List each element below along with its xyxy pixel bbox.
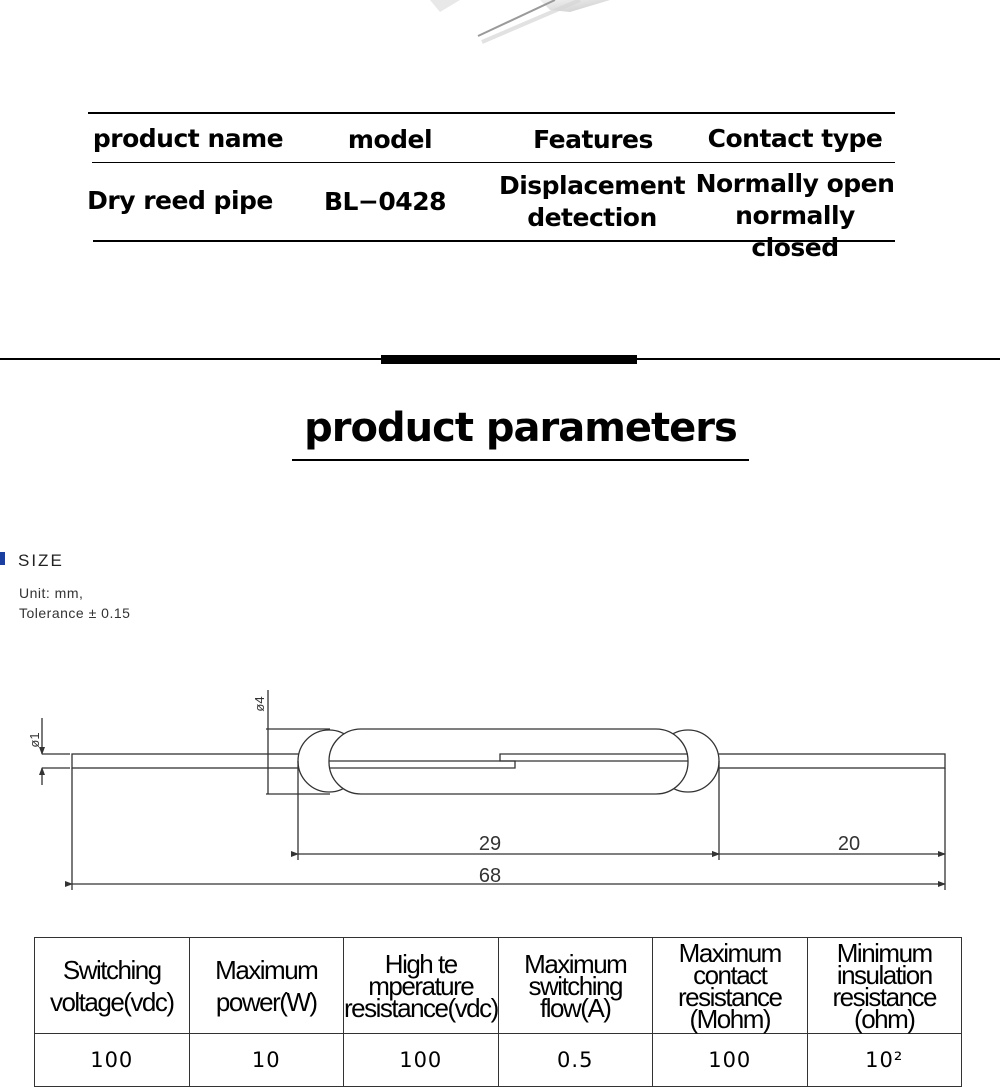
cell-contact-type: Normally open normally closed — [690, 168, 900, 264]
value-max-contact-resistance: 100 — [652, 1033, 808, 1087]
section-title-underline — [292, 459, 749, 461]
header-contact-type: Contact type — [707, 124, 883, 153]
unit-text: Unit: mm, — [19, 585, 84, 601]
dim-lead-dia-label: ø1 — [27, 732, 42, 747]
reed-right — [499, 753, 688, 762]
features-line-2: detection — [527, 203, 657, 232]
dim-body-len-label: 29 — [479, 833, 501, 855]
cell-features: Displacement detection — [490, 170, 694, 234]
header-product-name: product name — [92, 124, 284, 153]
dim-total-len-label: 68 — [479, 865, 501, 887]
size-label: SIZE — [18, 551, 64, 570]
value-maximum-power: 10 — [188, 1033, 344, 1087]
reed-left — [329, 760, 516, 769]
contact-line-2: normally closed — [735, 201, 855, 262]
dim-lead-len-label: 20 — [838, 833, 860, 855]
size-marker — [0, 552, 5, 565]
header-min-insulation-resistance: Minimum insulation resistance (ohm) — [806, 937, 962, 1034]
header-maximum-power: Maximum power(W) — [188, 937, 344, 1034]
value-switching-voltage: 100 — [34, 1033, 190, 1087]
tolerance-text: Tolerance ± 0.15 — [19, 605, 131, 621]
value-high-temp-resistance: 100 — [343, 1033, 499, 1087]
features-line-1: Displacement — [498, 171, 686, 200]
value-min-insulation-resistance: 10² — [806, 1033, 962, 1087]
params-header-row: Switching voltage(vdc) Maximum power(W) … — [34, 937, 962, 1034]
dimension-drawing: ø1 ø4 29 20 68 — [27, 690, 946, 890]
cell-product-name: Dry reed pipe — [87, 186, 273, 215]
params-table: Switching voltage(vdc) Maximum power(W) … — [34, 937, 962, 1087]
table-header-rule — [92, 162, 895, 163]
cell-model: BL−0428 — [323, 187, 447, 216]
header-features: Features — [533, 125, 653, 154]
dim-body-dia-label: ø4 — [252, 696, 267, 711]
reed-switch-photo-fragment — [430, 0, 610, 44]
header-high-temp-resistance: High te mperature resistance(vdc) — [343, 937, 499, 1034]
value-max-switching-flow: 0.5 — [497, 1033, 653, 1087]
header-model: model — [347, 125, 433, 154]
header-max-switching-flow: Maximum switching flow(A) — [497, 937, 653, 1034]
header-max-contact-resistance: Maximum contact resistance (Mohm) — [652, 937, 808, 1034]
table-top-rule — [88, 112, 895, 114]
contact-line-1: Normally open — [695, 169, 895, 198]
table-bottom-rule — [93, 240, 895, 242]
section-divider-accent — [381, 355, 637, 364]
params-value-row: 100 10 100 0.5 100 10² — [34, 1033, 962, 1087]
header-switching-voltage: Switching voltage(vdc) — [34, 937, 190, 1034]
section-title: product parameters — [304, 405, 738, 451]
